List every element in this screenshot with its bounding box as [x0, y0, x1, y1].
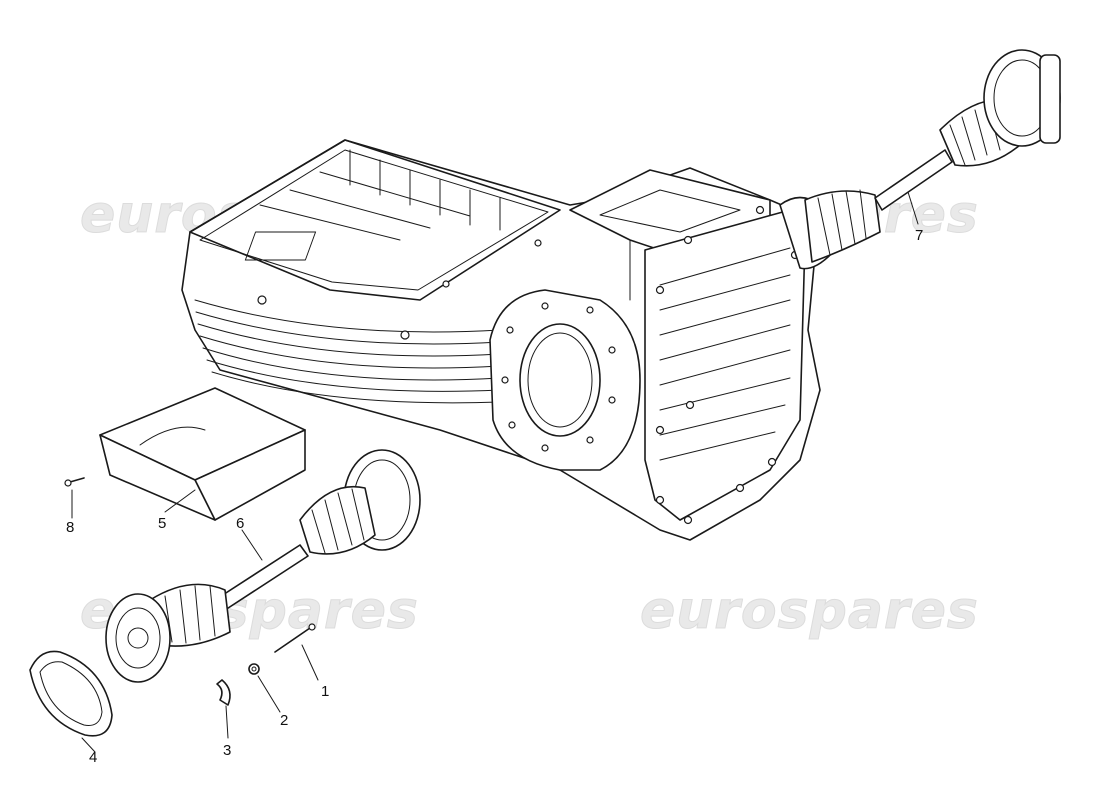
- ring-part-4: [29, 650, 113, 737]
- gearbox-housing: [181, 139, 821, 541]
- clip-part-3: [216, 679, 231, 706]
- callout-6: 6: [236, 515, 244, 532]
- left-drive-shaft: [105, 449, 421, 683]
- right-boot-inner: [804, 190, 881, 263]
- callout-5: 5: [158, 515, 166, 532]
- left-cv-joint: [105, 593, 171, 683]
- sump-rim: [189, 139, 561, 301]
- leader-lines: [71, 191, 919, 753]
- right-shaft-bar: [874, 149, 953, 211]
- left-boot-inner: [299, 485, 376, 555]
- callout-7: 7: [915, 227, 923, 244]
- callout-2: 2: [280, 712, 288, 729]
- callout-4: 4: [89, 749, 97, 766]
- nut-part-2: [248, 663, 260, 675]
- guard-bracket: [99, 387, 306, 521]
- cooling-fins: [194, 299, 501, 404]
- callout-1: 1: [321, 683, 329, 700]
- small-parts: [29, 477, 316, 737]
- callout-labels: 1 2 3 4 5 6 7 8: [66, 227, 923, 766]
- callout-3: 3: [223, 742, 231, 759]
- callout-8: 8: [66, 519, 74, 536]
- flange-bore: [519, 323, 601, 437]
- bolt-part-1: [274, 627, 311, 653]
- screw-part-8: [69, 477, 85, 483]
- watermark-bottom-right: eurospares: [640, 581, 979, 641]
- right-drive-shaft: [779, 49, 1061, 270]
